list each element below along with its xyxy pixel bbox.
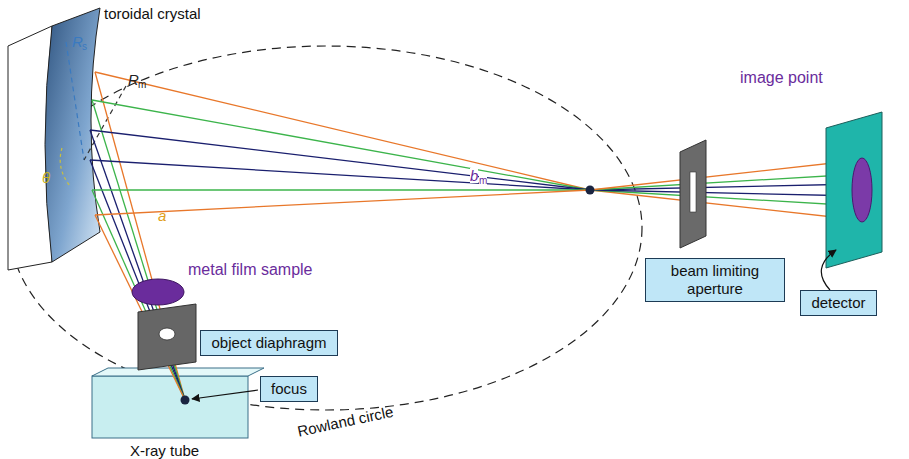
ray bbox=[95, 190, 590, 215]
angle-label: θ bbox=[42, 170, 50, 185]
focal-point bbox=[586, 186, 595, 195]
radius-rs bbox=[66, 42, 84, 160]
box-text: detector bbox=[811, 294, 866, 312]
symbol-subscript: m bbox=[479, 176, 487, 186]
ray bbox=[92, 100, 590, 190]
ray bbox=[95, 72, 590, 190]
symbol-label: a bbox=[158, 208, 166, 223]
ray bbox=[90, 130, 590, 190]
xray-tube bbox=[92, 376, 248, 438]
symbol-label: R bbox=[72, 34, 83, 49]
callout-box: detector bbox=[800, 290, 877, 316]
ray bbox=[590, 190, 860, 206]
diaphragm-hole bbox=[159, 328, 175, 340]
callout-box: object diaphragm bbox=[200, 330, 338, 356]
ray bbox=[590, 160, 860, 190]
reflected-rays bbox=[90, 72, 860, 220]
symbol-label: R bbox=[128, 72, 139, 87]
tube-focus bbox=[181, 396, 190, 405]
rowland-circle bbox=[10, 46, 642, 410]
object-diaphragm-plate bbox=[138, 304, 196, 370]
part-label: X-ray tube bbox=[130, 443, 199, 458]
leader-arrow bbox=[821, 250, 836, 290]
ray bbox=[590, 190, 860, 196]
callout-box: beam limiting aperture bbox=[645, 258, 785, 302]
part-label: Rowland circle bbox=[296, 404, 395, 439]
callout-box: focus bbox=[260, 376, 318, 402]
box-text: focus bbox=[271, 380, 307, 398]
symbol-subscript: s bbox=[82, 42, 87, 52]
symbol-label: b bbox=[470, 168, 478, 183]
symbol-subscript: m bbox=[138, 80, 146, 90]
image-spot bbox=[852, 158, 872, 222]
metal-film-sample bbox=[132, 279, 184, 305]
box-text: beam limiting aperture bbox=[656, 262, 774, 298]
leader-arrow bbox=[192, 390, 258, 399]
box-text: object diaphragm bbox=[211, 334, 327, 352]
part-label: image point bbox=[740, 70, 823, 86]
ray bbox=[92, 189, 590, 190]
ray bbox=[590, 174, 860, 190]
angle-arc bbox=[60, 148, 70, 186]
ray bbox=[590, 190, 860, 220]
aperture-slit bbox=[690, 172, 696, 212]
detector-plate bbox=[826, 112, 882, 268]
part-label: toroidal crystal bbox=[104, 6, 201, 21]
part-label: metal film sample bbox=[188, 262, 312, 278]
aperture-plate bbox=[680, 140, 706, 248]
ray bbox=[90, 160, 590, 190]
radius-rm bbox=[84, 86, 126, 160]
